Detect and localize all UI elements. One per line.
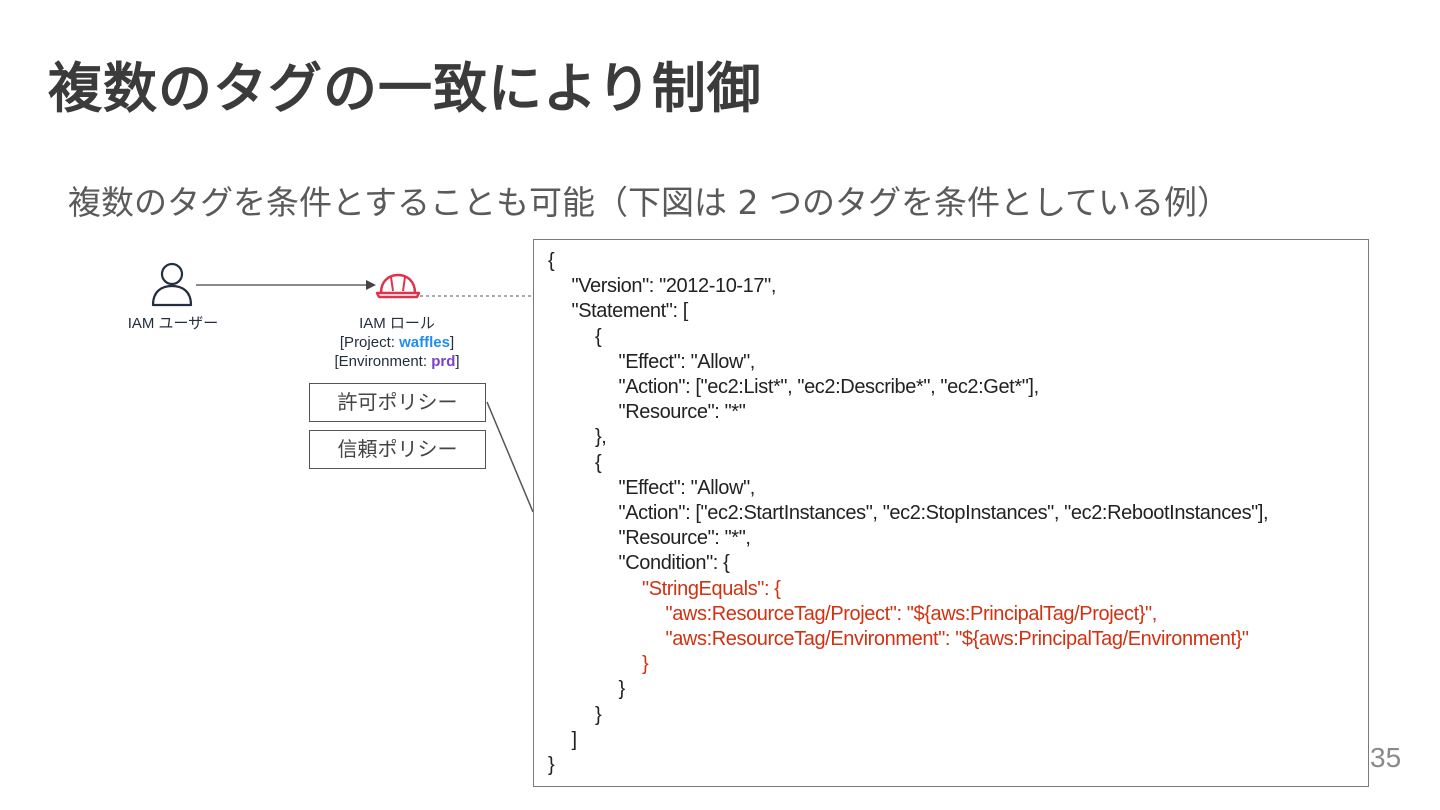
project-tag-close: ] bbox=[449, 334, 455, 351]
policy-json-line: "Condition": { bbox=[618, 552, 730, 575]
project-tag-key: [Project: bbox=[339, 334, 400, 351]
policy-json-line: "aws:ResourceTag/Environment": "${aws:Pr… bbox=[665, 628, 1249, 650]
env-tag-key: [Environment: bbox=[334, 353, 432, 370]
project-tag: [Project: waffles] bbox=[317, 333, 477, 353]
role-label: IAM ロール bbox=[359, 315, 435, 332]
policy-json-line: "aws:ResourceTag/Project": "${aws:Princi… bbox=[665, 602, 1158, 625]
policy-to-json-connector bbox=[486, 401, 534, 513]
slide-title: 複数のタグの一致により制御 bbox=[48, 57, 762, 120]
page-number: 35 bbox=[1370, 742, 1402, 773]
policy-json-line: { bbox=[548, 250, 555, 272]
role-hardhat-icon bbox=[375, 273, 421, 299]
policy-json-line: "Effect": "Allow", bbox=[618, 476, 756, 499]
policy-json-line: }, bbox=[595, 426, 607, 449]
policy-json-line: { bbox=[595, 325, 602, 348]
policy-json-line: } bbox=[595, 703, 602, 726]
policy-json-line: "Effect": "Allow", bbox=[618, 350, 756, 373]
policy-json-line: "Version": "2012-10-17", bbox=[571, 275, 777, 298]
env-tag-close: ] bbox=[455, 353, 460, 370]
user-icon bbox=[151, 262, 193, 307]
environment-tag: [Environment: prd] bbox=[317, 352, 477, 372]
user-label: IAM ユーザー bbox=[127, 315, 219, 332]
policy-json-line: "Statement": [ bbox=[571, 300, 689, 323]
policy-json-line: "Resource": "*", bbox=[618, 527, 751, 550]
policy-json-line: ] bbox=[571, 728, 578, 751]
policy-json-line: } bbox=[618, 678, 626, 701]
project-tag-value: waffles bbox=[399, 334, 450, 351]
slide-subtitle: 複数のタグを条件とすることも可能（下図は 2 つのタグを条件としている例） bbox=[68, 183, 1230, 222]
env-tag-value: prd bbox=[431, 353, 456, 370]
policy-json-line: "StringEquals": { bbox=[642, 577, 781, 600]
policy-json-line: "Resource": "*" bbox=[618, 401, 746, 424]
policy-json-box: {"Version": "2012-10-17","Statement": [{… bbox=[533, 239, 1369, 787]
policy-json-line: } bbox=[642, 653, 649, 676]
trust-policy-box: 信頼ポリシー bbox=[309, 430, 486, 469]
policy-json-line: "Action": ["ec2:List*", "ec2:Describe*",… bbox=[618, 376, 1040, 398]
policy-json-line: "Action": ["ec2:StartInstances", "ec2:St… bbox=[618, 502, 1269, 524]
policy-json-line: { bbox=[595, 451, 602, 474]
policy-json-line: } bbox=[548, 754, 555, 776]
allow-policy-box: 許可ポリシー bbox=[309, 383, 486, 422]
